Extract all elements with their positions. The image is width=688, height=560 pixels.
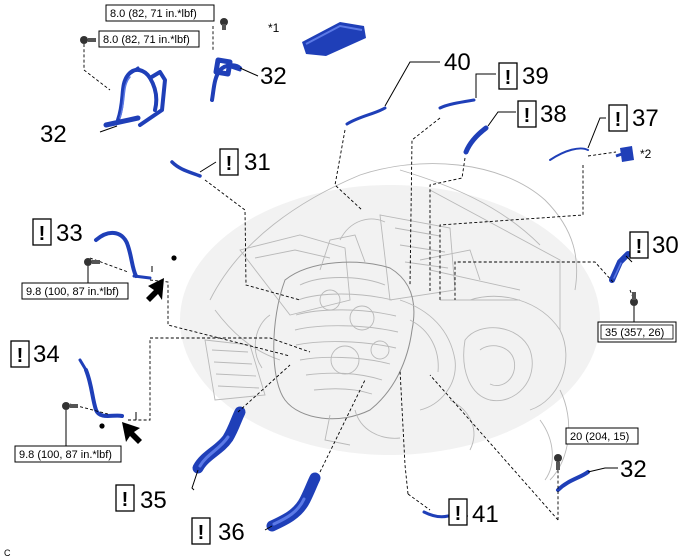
warning-box-icon: ! (219, 148, 239, 176)
hose-40 (345, 106, 387, 126)
hose-30 (609, 251, 631, 283)
hose-38 (463, 125, 489, 155)
svg-text:!: ! (226, 153, 233, 175)
callout-35: 35 (140, 487, 167, 514)
svg-text:!: ! (122, 489, 129, 511)
callout-39: 39 (522, 63, 549, 90)
svg-text:9.8 (100, 87 in.*lbf): 9.8 (100, 87 in.*lbf) (19, 449, 112, 461)
svg-text:35 (357, 26): 35 (357, 26) (605, 327, 664, 339)
note-star2: *2 (640, 147, 652, 161)
warning-box-icon: ! (10, 340, 30, 368)
dot-icon (99, 423, 105, 429)
svg-text:20 (204, 15): 20 (204, 15) (570, 431, 629, 443)
arrow-icon (122, 412, 142, 444)
svg-text:!: ! (615, 109, 622, 131)
hose-33 (94, 230, 152, 280)
torque-spec-t3: 9.8 (100, 87 in.*lbf) (21, 266, 129, 300)
hose-35 (192, 406, 246, 474)
svg-text:!: ! (524, 105, 531, 127)
figure-code: C (4, 548, 11, 558)
svg-text:!: ! (455, 503, 462, 525)
hose-36 (266, 472, 321, 532)
dot-icon (171, 255, 177, 261)
engine-bay-illustration (180, 163, 600, 481)
warning-box-icon: ! (191, 517, 211, 545)
hose-41 (422, 510, 450, 519)
hose-37 (549, 147, 589, 161)
harness-32-top-left (103, 66, 167, 128)
svg-text:9.8 (100, 87 in.*lbf): 9.8 (100, 87 in.*lbf) (26, 286, 119, 298)
note-star1: *1 (268, 21, 280, 35)
svg-text:!: ! (636, 236, 643, 258)
bolt-icon (630, 292, 638, 306)
warning-box-icon: ! (498, 62, 518, 90)
callout-38: 38 (540, 101, 567, 128)
bracket-32-top (210, 57, 242, 102)
callout-36: 36 (218, 519, 245, 546)
torque-spec-t6: 20 (204, 15) (565, 427, 639, 445)
callout-stems (99, 61, 633, 531)
warning-box-icon: ! (32, 218, 52, 246)
warning-box-icon: ! (608, 104, 628, 132)
svg-text:!: ! (198, 522, 205, 544)
torque-spec-t4: 9.8 (100, 87 in.*lbf) (14, 410, 122, 463)
callout-41: 41 (472, 501, 499, 528)
callout-32-bottom: 32 (620, 456, 647, 483)
svg-text:!: ! (505, 67, 512, 89)
hose-39 (438, 98, 476, 110)
bracket-32-bottom (556, 470, 590, 492)
warning-box-icon: ! (448, 498, 468, 526)
callout-34: 34 (33, 341, 60, 368)
bolt-icon (80, 36, 96, 44)
callout-33: 33 (56, 220, 83, 247)
callout-40: 40 (444, 49, 471, 76)
bolt-icon (62, 402, 78, 410)
svg-text:8.0 (82, 71 in.*lbf): 8.0 (82, 71 in.*lbf) (103, 34, 190, 46)
arrow-icon (146, 266, 164, 302)
svg-text:!: ! (39, 223, 46, 245)
bolts (62, 18, 638, 470)
warning-box-icon: ! (629, 231, 649, 259)
torque-spec-t1: 8.0 (82, 71 in.*lbf) (105, 4, 215, 22)
callout-31: 31 (244, 149, 271, 176)
torque-spec-t5: 35 (357, 26) (597, 306, 677, 343)
bracket-star2 (615, 146, 634, 162)
torque-spec-t2: 8.0 (82, 71 in.*lbf) (98, 30, 200, 48)
bolt-icon (220, 18, 228, 30)
bolt-icon (554, 454, 562, 470)
parts (78, 22, 634, 532)
svg-text:!: ! (17, 345, 24, 367)
callout-32-left: 32 (40, 121, 67, 148)
hose-34 (78, 358, 124, 418)
leader-lines (69, 26, 635, 521)
cover-part-star1 (302, 22, 366, 56)
warning-box-icon: ! (115, 484, 135, 512)
svg-text:8.0 (82, 71 in.*lbf): 8.0 (82, 71 in.*lbf) (110, 8, 197, 20)
callout-37: 37 (632, 105, 659, 132)
warning-box-icon: ! (517, 100, 537, 128)
callout-30: 30 (652, 232, 679, 259)
bolt-icon (84, 258, 100, 266)
callout-32-top: 32 (260, 63, 287, 90)
hose-31 (170, 160, 202, 178)
